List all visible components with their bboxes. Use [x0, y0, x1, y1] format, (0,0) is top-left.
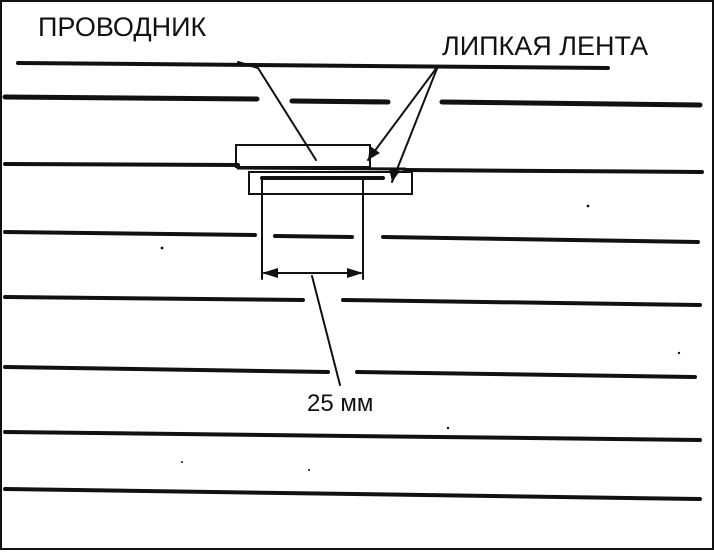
leader-tape-1	[367, 65, 439, 161]
speck	[586, 204, 590, 208]
speck	[677, 351, 681, 355]
tape-upper	[235, 144, 371, 168]
leader-dimension	[311, 275, 341, 386]
speck	[308, 469, 310, 471]
heater-line-3a	[3, 162, 240, 167]
heater-line-4a	[3, 230, 257, 237]
heater-line-5a	[3, 295, 305, 302]
speck	[181, 461, 183, 463]
heater-line-2c	[439, 99, 703, 108]
leader-conductor	[237, 61, 317, 161]
dim-arrow-left	[262, 268, 278, 278]
heater-line-4c	[381, 235, 700, 244]
heater-line-7	[3, 430, 702, 442]
heater-line-4b	[273, 234, 354, 239]
heater-line-6b	[355, 370, 697, 379]
speck	[160, 246, 164, 250]
tape-arrow-lower	[389, 168, 400, 182]
leader-tape-2	[391, 65, 439, 183]
speck	[446, 426, 450, 430]
heater-line-2a	[2, 94, 260, 102]
heater-line-2b	[289, 98, 391, 105]
heater-line-8	[3, 487, 702, 501]
tape-lower	[248, 171, 413, 195]
dim-arrow-right	[347, 268, 363, 278]
heater-line-1	[16, 61, 610, 70]
heater-line-3b	[236, 166, 407, 171]
tape-arrow-upper	[368, 146, 380, 160]
label-conductor: ПРОВОДНИК	[38, 12, 207, 42]
label-adhesive-tape: ЛИПКАЯ ЛЕНТА	[442, 31, 649, 61]
heater-line-5b	[341, 298, 702, 307]
heater-line-6a	[3, 365, 330, 374]
label-dimension: 25 мм	[307, 390, 374, 417]
heater-line-3c	[403, 168, 704, 174]
